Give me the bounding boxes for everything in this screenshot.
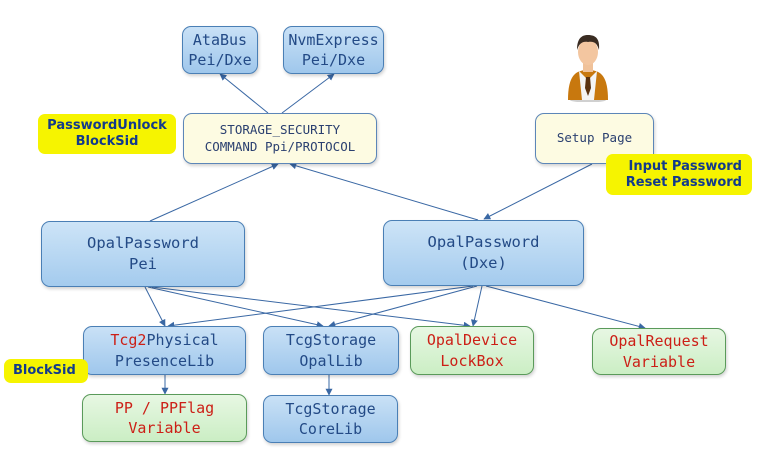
opalrequest-line2: Variable: [622, 352, 696, 371]
opalrequest-line1: OpalRequest: [609, 332, 709, 351]
user-avatar-icon: [568, 35, 608, 102]
edge-opalpei-to-tcg2: [144, 286, 166, 327]
edge-opaldxe-to-lockbox: [470, 285, 483, 327]
tcgstorage-corelib-node: TcgStorage CoreLib: [263, 395, 398, 443]
setup-page-label: Setup Page: [556, 130, 633, 146]
storage-security-line2: COMMAND Ppi/PROTOCOL: [204, 138, 356, 154]
edge-opaldxe-to-request: [485, 285, 646, 330]
atabus-line1: AtaBus: [192, 30, 248, 49]
opallib-line1: TcgStorage: [285, 331, 377, 350]
corelib-line2: CoreLib: [298, 420, 363, 438]
storage-security-line1: STORAGE_SECURITY: [219, 121, 341, 137]
atabus-node: AtaBus Pei/Dxe: [182, 26, 258, 74]
atabus-line2: Pei/Dxe: [188, 51, 252, 69]
edge-opalpei-to-lockbox: [151, 286, 471, 329]
opallib-line2: OpalLib: [299, 351, 363, 370]
edge-opalpei-to-opallib: [147, 286, 324, 329]
pp-variable-line2: Variable: [128, 419, 201, 437]
corelib-line1: TcgStorage: [285, 399, 376, 418]
edge-opaldxe-to-storage: [289, 162, 479, 221]
opalpassword-dxe-node: OpalPassword (Dxe): [383, 220, 584, 286]
opalpassword-pei-line1: OpalPassword: [87, 234, 199, 253]
nvmexpress-line1: NvmExpress: [288, 30, 379, 49]
nvmexpress-node: NvmExpress Pei/Dxe: [283, 26, 384, 74]
lockbox-line2: LockBox: [440, 351, 504, 370]
tcg2-prefix: Tcg2: [110, 331, 147, 350]
edge-opaldxe-to-tcg2: [167, 285, 474, 329]
pp-ppflag-variable-node: PP / PPFlag Variable: [82, 394, 247, 442]
edge-storage-to-atabus: [219, 73, 269, 114]
pp-variable-line1: PP / PPFlag: [114, 398, 215, 417]
edge-storage-to-nvme: [281, 73, 335, 114]
storage-security-node: STORAGE_SECURITY COMMAND Ppi/PROTOCOL: [183, 113, 377, 164]
tcg2-lib-line2: PresenceLib: [114, 351, 215, 370]
edge-opalpei-to-storage: [149, 163, 279, 222]
input-password-note: Input Password Reset Password: [606, 154, 752, 195]
edge-setup-to-opaldxe: [483, 163, 593, 220]
edge-opaldxe-to-opallib: [328, 285, 478, 328]
opalrequest-variable-node: OpalRequest Variable: [592, 328, 726, 375]
opalpassword-pei-node: OpalPassword Pei: [41, 221, 245, 287]
password-unlock-note: PasswordUnlock BlockSid: [38, 114, 176, 154]
tcg2-lib-line1: Tcg2Physical: [110, 330, 218, 350]
password-unlock-line2: BlockSid: [75, 134, 139, 149]
input-password-line2: Reset Password: [625, 174, 742, 190]
nvmexpress-line2: Pei/Dxe: [301, 51, 366, 69]
lockbox-line1: OpalDevice: [426, 331, 518, 350]
blocksid-label: BlockSid: [13, 363, 76, 379]
password-unlock-line1: PasswordUnlock: [47, 118, 167, 134]
tcg2-physical-presence-lib-node: Tcg2Physical PresenceLib: [83, 326, 246, 375]
opaldevice-lockbox-node: OpalDevice LockBox: [410, 326, 534, 375]
opalpassword-pei-line2: Pei: [129, 255, 157, 273]
blocksid-note: BlockSid: [4, 359, 88, 383]
tcgstorage-opallib-node: TcgStorage OpalLib: [263, 326, 399, 375]
opalpassword-dxe-line1: OpalPassword: [427, 233, 540, 252]
tcg2-rest: Physical: [146, 331, 219, 350]
input-password-line1: Input Password: [628, 158, 742, 174]
opalpassword-dxe-line2: (Dxe): [460, 254, 507, 272]
